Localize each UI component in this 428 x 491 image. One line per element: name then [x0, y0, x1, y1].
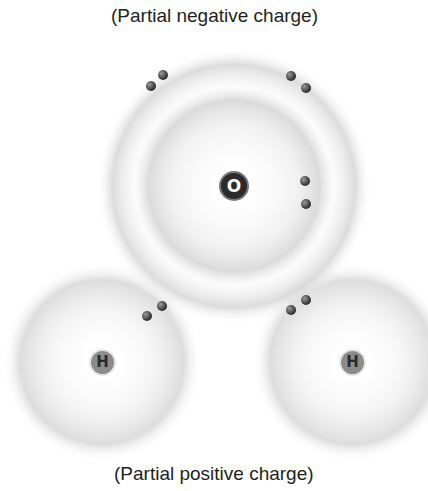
atom-circle: O — [219, 171, 249, 201]
charge-label: (Partial positive charge) — [114, 463, 314, 485]
charge-label: (Partial negative charge) — [111, 5, 318, 27]
atom-circle: H — [339, 349, 366, 376]
electron-pairs — [142, 70, 311, 321]
atom-symbol: H — [346, 355, 359, 370]
atom-symbol: O — [227, 178, 241, 195]
electron-cloud — [96, 48, 372, 324]
atom-symbol: H — [96, 355, 109, 370]
atom-circle: H — [89, 349, 116, 376]
